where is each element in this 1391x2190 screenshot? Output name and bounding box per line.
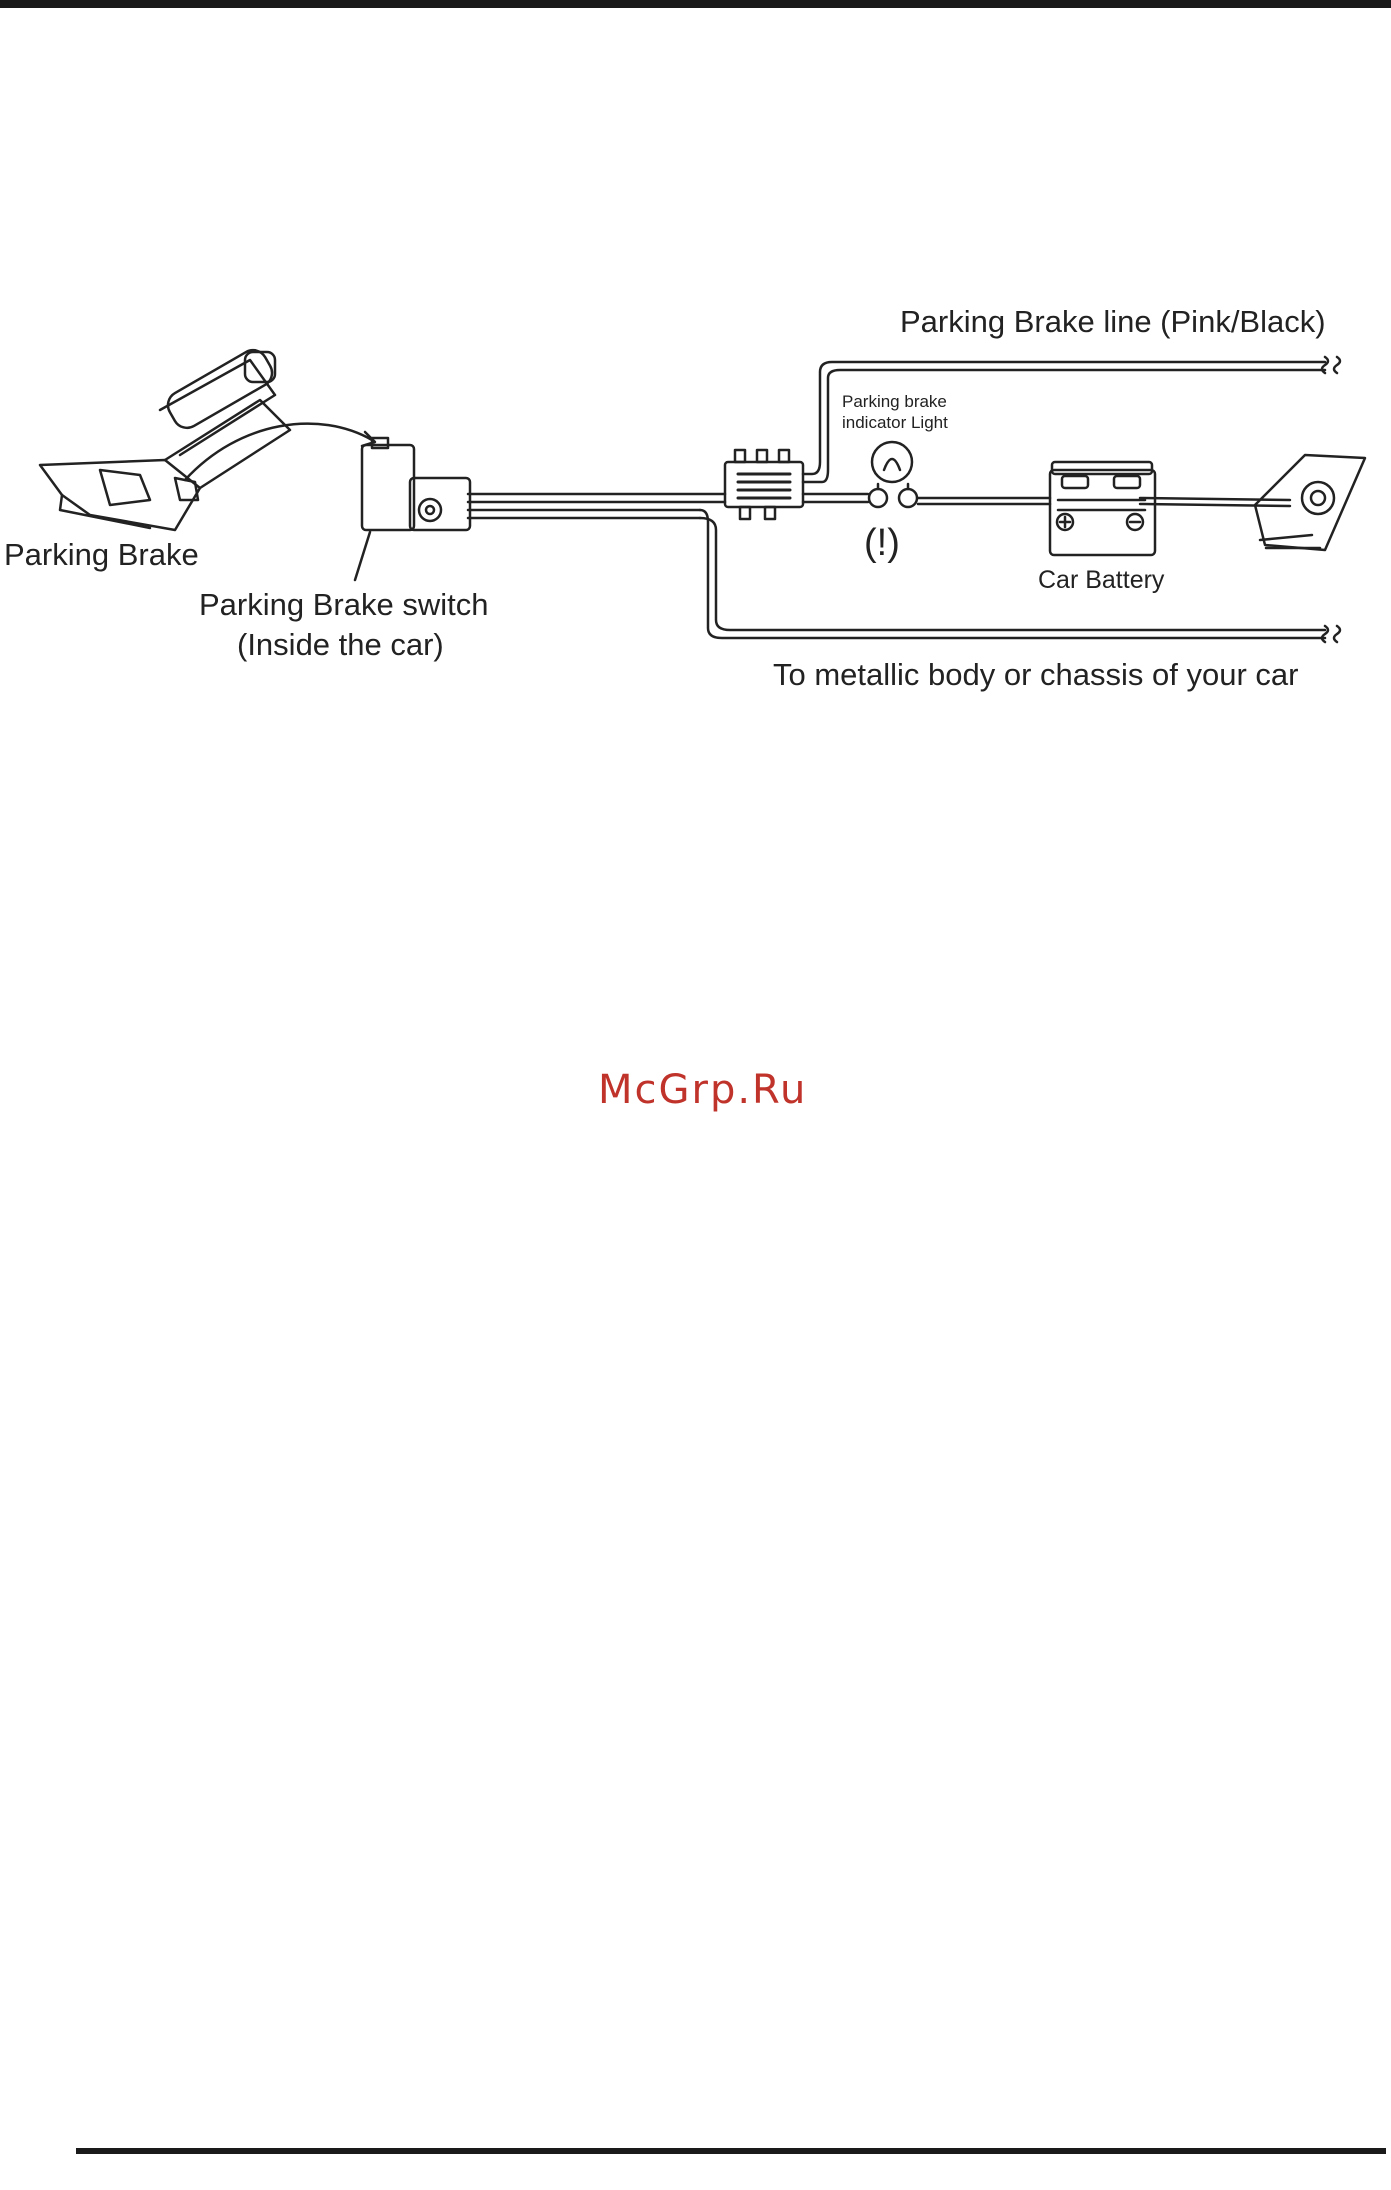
label-car-battery: Car Battery: [1038, 566, 1165, 594]
wire-connector-icon: [725, 450, 803, 519]
car-battery-icon: [1050, 462, 1155, 555]
watermark: McGrp.Ru: [598, 1067, 807, 1113]
label-indicator-line2: indicator Light: [842, 413, 948, 432]
label-brake-switch: Parking Brake switch: [199, 587, 488, 622]
label-inside-car: (Inside the car): [237, 627, 444, 662]
chassis-ground-icon: [1255, 455, 1365, 550]
indicator-symbol: (!): [864, 522, 900, 564]
label-indicator-line1: Parking brake: [842, 392, 947, 411]
label-ground: To metallic body or chassis of your car: [773, 657, 1299, 692]
bottom-rule: [76, 2148, 1386, 2154]
handbrake-lever-icon: [40, 345, 290, 530]
label-parking-brake-line: Parking Brake line (Pink/Black): [900, 304, 1326, 339]
brake-switch-icon: [362, 438, 470, 530]
label-parking-brake: Parking Brake: [4, 537, 199, 572]
indicator-bulb-icon: [869, 442, 917, 507]
